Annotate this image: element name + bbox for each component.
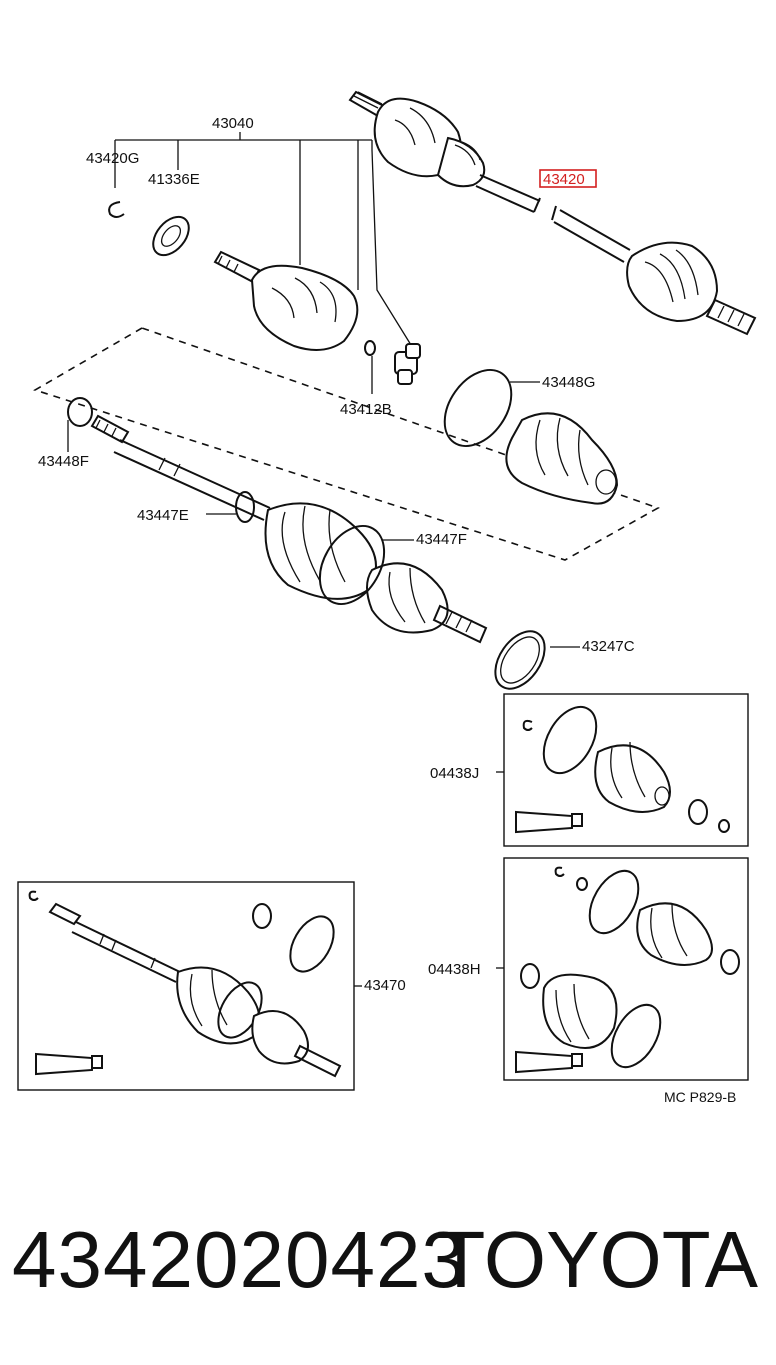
label-43412B[interactable]: 43412B (340, 401, 392, 418)
circlip-part (364, 340, 376, 356)
drive-shaft-assembly-top (348, 90, 757, 336)
kit-box-04438H (503, 857, 749, 1081)
boot-clamp-small (67, 397, 93, 427)
kit-04438J-parts (515, 705, 730, 834)
abs-ring-part (494, 630, 546, 690)
label-04438J[interactable]: 04438J (430, 765, 479, 782)
label-04438H[interactable]: 04438H (428, 961, 481, 978)
label-43448F[interactable]: 43448F (38, 453, 89, 470)
kit-43470-parts (28, 890, 342, 1078)
label-41336E[interactable]: 41336E (148, 171, 200, 188)
label-43448G[interactable]: 43448G (542, 374, 595, 391)
highlight-box-43420 (539, 169, 597, 188)
inner-joint-housing (213, 250, 359, 351)
diagram-code: MC P829-B (664, 1089, 736, 1105)
parts-diagram: 43420 43040 43420G 41336E 43412B 43448G … (17, 90, 757, 1105)
label-43040[interactable]: 43040 (212, 115, 254, 132)
oil-seal-part (152, 215, 190, 257)
brand-caption: TOYOTA (436, 1215, 758, 1304)
kit-04438H-parts (515, 866, 740, 1074)
inner-boot-part (505, 412, 619, 505)
label-43470[interactable]: 43470 (364, 977, 406, 994)
kit-box-04438J (503, 693, 749, 847)
drive-shaft-assembly-middle (90, 414, 488, 644)
label-43447F[interactable]: 43447F (416, 531, 467, 548)
boot-clamp-large (443, 369, 513, 447)
label-43447E[interactable]: 43447E (137, 507, 189, 524)
label-43247C[interactable]: 43247C (582, 638, 635, 655)
part-number-caption: 4342020423 (12, 1215, 467, 1304)
boot-clamp-43447E (235, 491, 255, 523)
snap-ring-part (108, 201, 125, 218)
kit-dashed-outline (33, 327, 660, 561)
label-43420G[interactable]: 43420G (86, 150, 139, 167)
tripod-part (394, 343, 421, 385)
boot-clamp-43447F (318, 525, 386, 605)
label-43420[interactable]: 43420 (543, 171, 585, 188)
